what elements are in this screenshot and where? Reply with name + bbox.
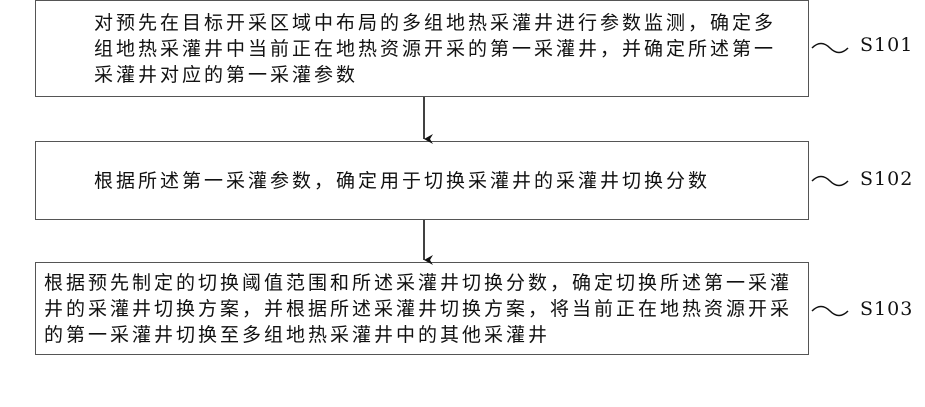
leader-squiggle-s101 <box>812 44 848 53</box>
step-label-s102: S102 <box>860 168 913 190</box>
leader-squiggle-s102 <box>812 177 848 186</box>
leader-squiggle-s103 <box>812 307 848 316</box>
step-label-s101: S101 <box>860 34 913 56</box>
step-label-s103: S103 <box>860 298 913 320</box>
